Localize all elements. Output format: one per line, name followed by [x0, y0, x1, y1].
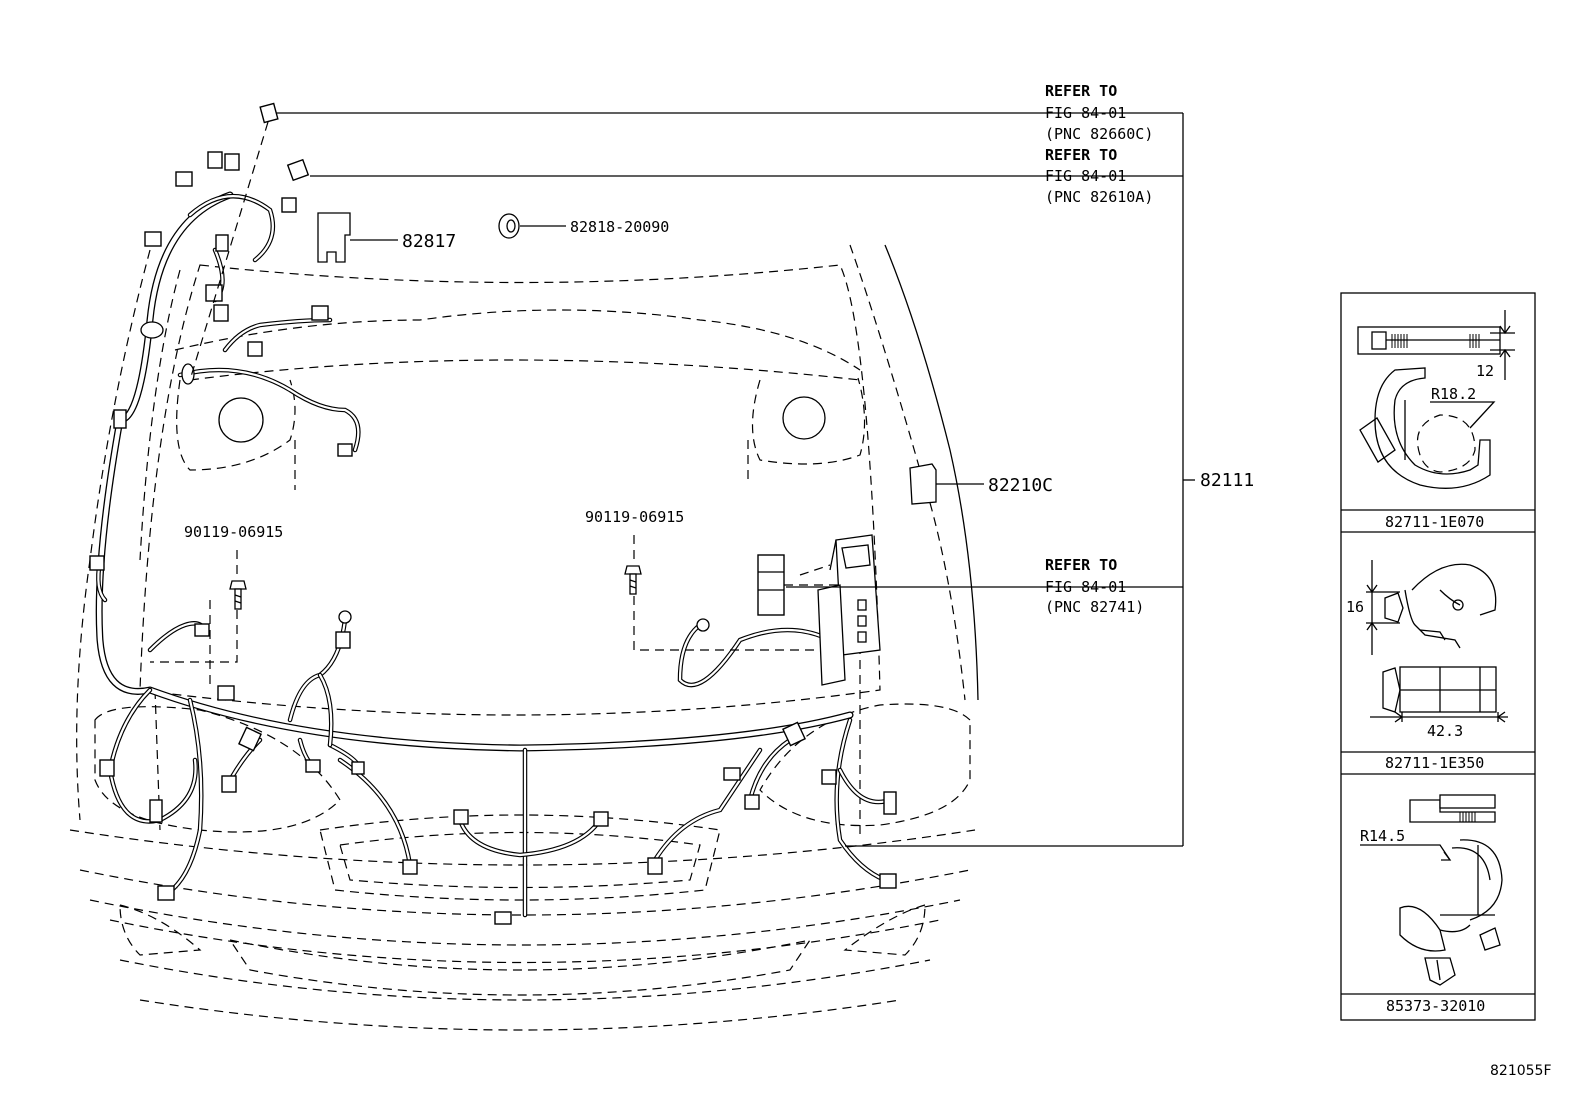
refer-block-82610a: REFER TO FIG 84-01 (PNC 82610A) [1045, 146, 1153, 206]
svg-text:FIG 84-01: FIG 84-01 [1045, 167, 1126, 185]
refer-block-82660c: REFER TO FIG 84-01 (PNC 82660C) [1045, 82, 1153, 143]
dim-r18-2: R18.2 [1431, 385, 1476, 403]
dim-r14-5: R14.5 [1360, 827, 1405, 845]
refer-block-82741: REFER TO FIG 84-01 (PNC 82741) [1045, 556, 1144, 616]
detail-panel-frame [1340, 292, 1536, 1021]
svg-text:(PNC 82741): (PNC 82741) [1045, 598, 1144, 616]
wiring-diagram: 82817 82818-20090 82210C 90119-06915 901… [69, 82, 1552, 1079]
part-82818-icon [498, 213, 520, 239]
part-82210c-icon [909, 463, 937, 505]
bolt-left-icon [229, 580, 247, 610]
svg-text:(PNC 82610A): (PNC 82610A) [1045, 188, 1153, 206]
clamp-82711-1e070-drawing [1357, 310, 1515, 489]
relay-block [757, 534, 881, 686]
bolt-right-icon [624, 565, 642, 595]
part-82817-label: 82817 [402, 231, 456, 252]
vehicle-outline [69, 244, 979, 1031]
svg-text:REFER TO: REFER TO [1045, 82, 1117, 100]
part-82210c-label: 82210C [988, 475, 1053, 496]
diagram-canvas: 82817 82818-20090 82210C 90119-06915 901… [69, 82, 1552, 1079]
bolt-left-label: 90119-06915 [184, 523, 283, 541]
dim-16: 16 [1346, 598, 1364, 616]
part-82711-1e070-label: 82711-1E070 [1385, 513, 1484, 531]
part-82111-label: 82111 [1200, 470, 1254, 491]
catalog-number: 821055F [1490, 1063, 1552, 1079]
clamp-85373-32010-drawing [1360, 794, 1503, 986]
clamp-82711-1e350-drawing [1366, 560, 1508, 723]
svg-text:FIG 84-01: FIG 84-01 [1045, 104, 1126, 122]
part-85373-32010-label: 85373-32010 [1386, 997, 1485, 1015]
dim-42-3: 42.3 [1427, 722, 1463, 740]
svg-text:REFER TO: REFER TO [1045, 556, 1117, 574]
svg-text:FIG 84-01: FIG 84-01 [1045, 578, 1126, 596]
dim-12: 12 [1476, 362, 1494, 380]
svg-text:(PNC 82660C): (PNC 82660C) [1045, 125, 1153, 143]
leader-lines [189, 112, 1195, 847]
part-82711-1e350-label: 82711-1E350 [1385, 754, 1484, 772]
part-82817-icon [317, 212, 351, 263]
svg-text:REFER TO: REFER TO [1045, 146, 1117, 164]
connectors [89, 102, 897, 925]
part-82818-label: 82818-20090 [570, 218, 669, 236]
bolt-right-label: 90119-06915 [585, 508, 684, 526]
